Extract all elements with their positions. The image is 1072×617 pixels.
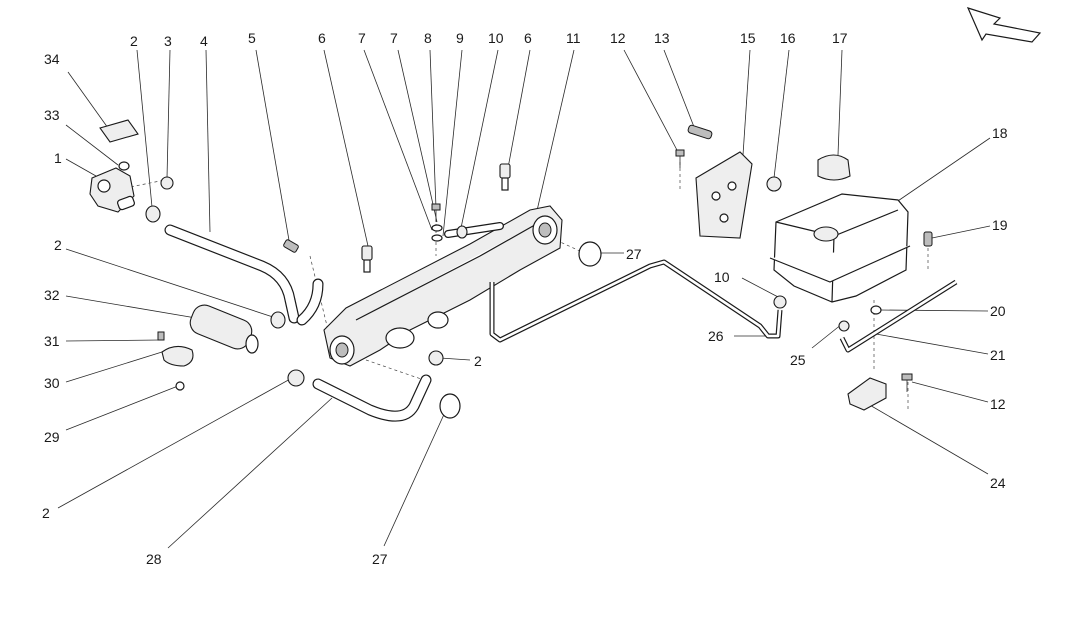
callout-28: 28 <box>146 551 162 567</box>
callout-3: 3 <box>164 33 172 49</box>
part-cap <box>766 176 782 192</box>
part-clamp <box>270 311 286 329</box>
arrow-up-left-icon <box>966 7 1042 43</box>
part-bolt <box>431 203 441 222</box>
callout-6: 6 <box>524 30 532 46</box>
callout-26: 26 <box>708 328 724 344</box>
callout-27: 27 <box>372 551 388 567</box>
callout-labels: 34 33 1 2 3 4 5 6 7 7 8 9 10 6 11 12 13 … <box>42 30 1008 567</box>
callout-6: 6 <box>318 30 326 46</box>
part-small-oring <box>118 161 130 171</box>
part-rigid-pipe <box>489 259 783 343</box>
callout-31: 31 <box>44 333 60 349</box>
callout-5: 5 <box>248 30 256 46</box>
part-bolt <box>901 373 913 392</box>
part-screw <box>923 231 933 247</box>
callout-11: 11 <box>566 30 581 46</box>
leader-lines <box>57 49 991 549</box>
part-valve-body <box>89 167 135 213</box>
part-hose-upper <box>296 278 324 326</box>
callout-2: 2 <box>54 237 62 253</box>
callout-16: 16 <box>780 30 796 46</box>
part-bracket-plate <box>695 151 753 239</box>
callout-12: 12 <box>610 30 626 46</box>
part-clamp <box>145 205 161 223</box>
callout-30: 30 <box>44 375 60 391</box>
callout-20: 20 <box>990 303 1006 319</box>
part-nut <box>175 381 185 391</box>
part-oring <box>439 393 461 419</box>
part-expansion-tank <box>769 193 911 303</box>
callout-8: 8 <box>424 30 432 46</box>
callout-1: 1 <box>54 150 62 166</box>
part-temp-sensor <box>361 245 373 273</box>
callout-27: 27 <box>626 246 642 262</box>
callout-32: 32 <box>44 287 60 303</box>
part-gasket-plate <box>99 119 139 143</box>
callout-4: 4 <box>200 33 208 49</box>
part-washer <box>870 305 882 315</box>
part-washer <box>431 224 443 242</box>
callout-29: 29 <box>44 429 60 445</box>
callout-15: 15 <box>740 30 756 46</box>
callout-7: 7 <box>358 30 366 46</box>
callout-13: 13 <box>654 30 670 46</box>
callout-19: 19 <box>992 217 1008 233</box>
part-hose-lower <box>312 374 432 422</box>
callout-21: 21 <box>990 347 1006 363</box>
part-water-manifold <box>323 205 563 367</box>
part-hose-right <box>839 279 958 353</box>
callout-2: 2 <box>474 353 482 369</box>
part-filler-cap <box>817 154 851 181</box>
callout-25: 25 <box>790 352 806 368</box>
callout-33: 33 <box>44 107 60 123</box>
part-electric-pump <box>189 304 259 354</box>
callout-7: 7 <box>390 30 398 46</box>
callout-34: 34 <box>44 51 60 67</box>
callout-18: 18 <box>992 125 1008 141</box>
part-temp-sensor <box>499 163 511 191</box>
part-small-hose <box>444 222 504 239</box>
callout-24: 24 <box>990 475 1006 491</box>
part-clamp <box>287 369 305 387</box>
callout-9: 9 <box>456 30 464 46</box>
part-bracket-strap <box>161 345 194 367</box>
part-clamp <box>428 350 444 366</box>
part-screw <box>687 124 713 140</box>
part-hose-long <box>164 224 300 324</box>
part-cap <box>160 176 174 190</box>
callout-2: 2 <box>42 505 50 521</box>
part-bleed-screw <box>283 239 299 253</box>
part-screw <box>157 331 165 341</box>
part-clamp <box>773 295 787 309</box>
callout-17: 17 <box>832 30 848 46</box>
callout-10: 10 <box>488 30 504 46</box>
part-bolt <box>675 149 685 168</box>
callout-10: 10 <box>714 269 730 285</box>
part-clamp <box>838 320 850 332</box>
callout-12: 12 <box>990 396 1006 412</box>
callout-2: 2 <box>130 33 138 49</box>
part-oring <box>578 241 602 267</box>
part-mount-bracket <box>847 377 887 411</box>
